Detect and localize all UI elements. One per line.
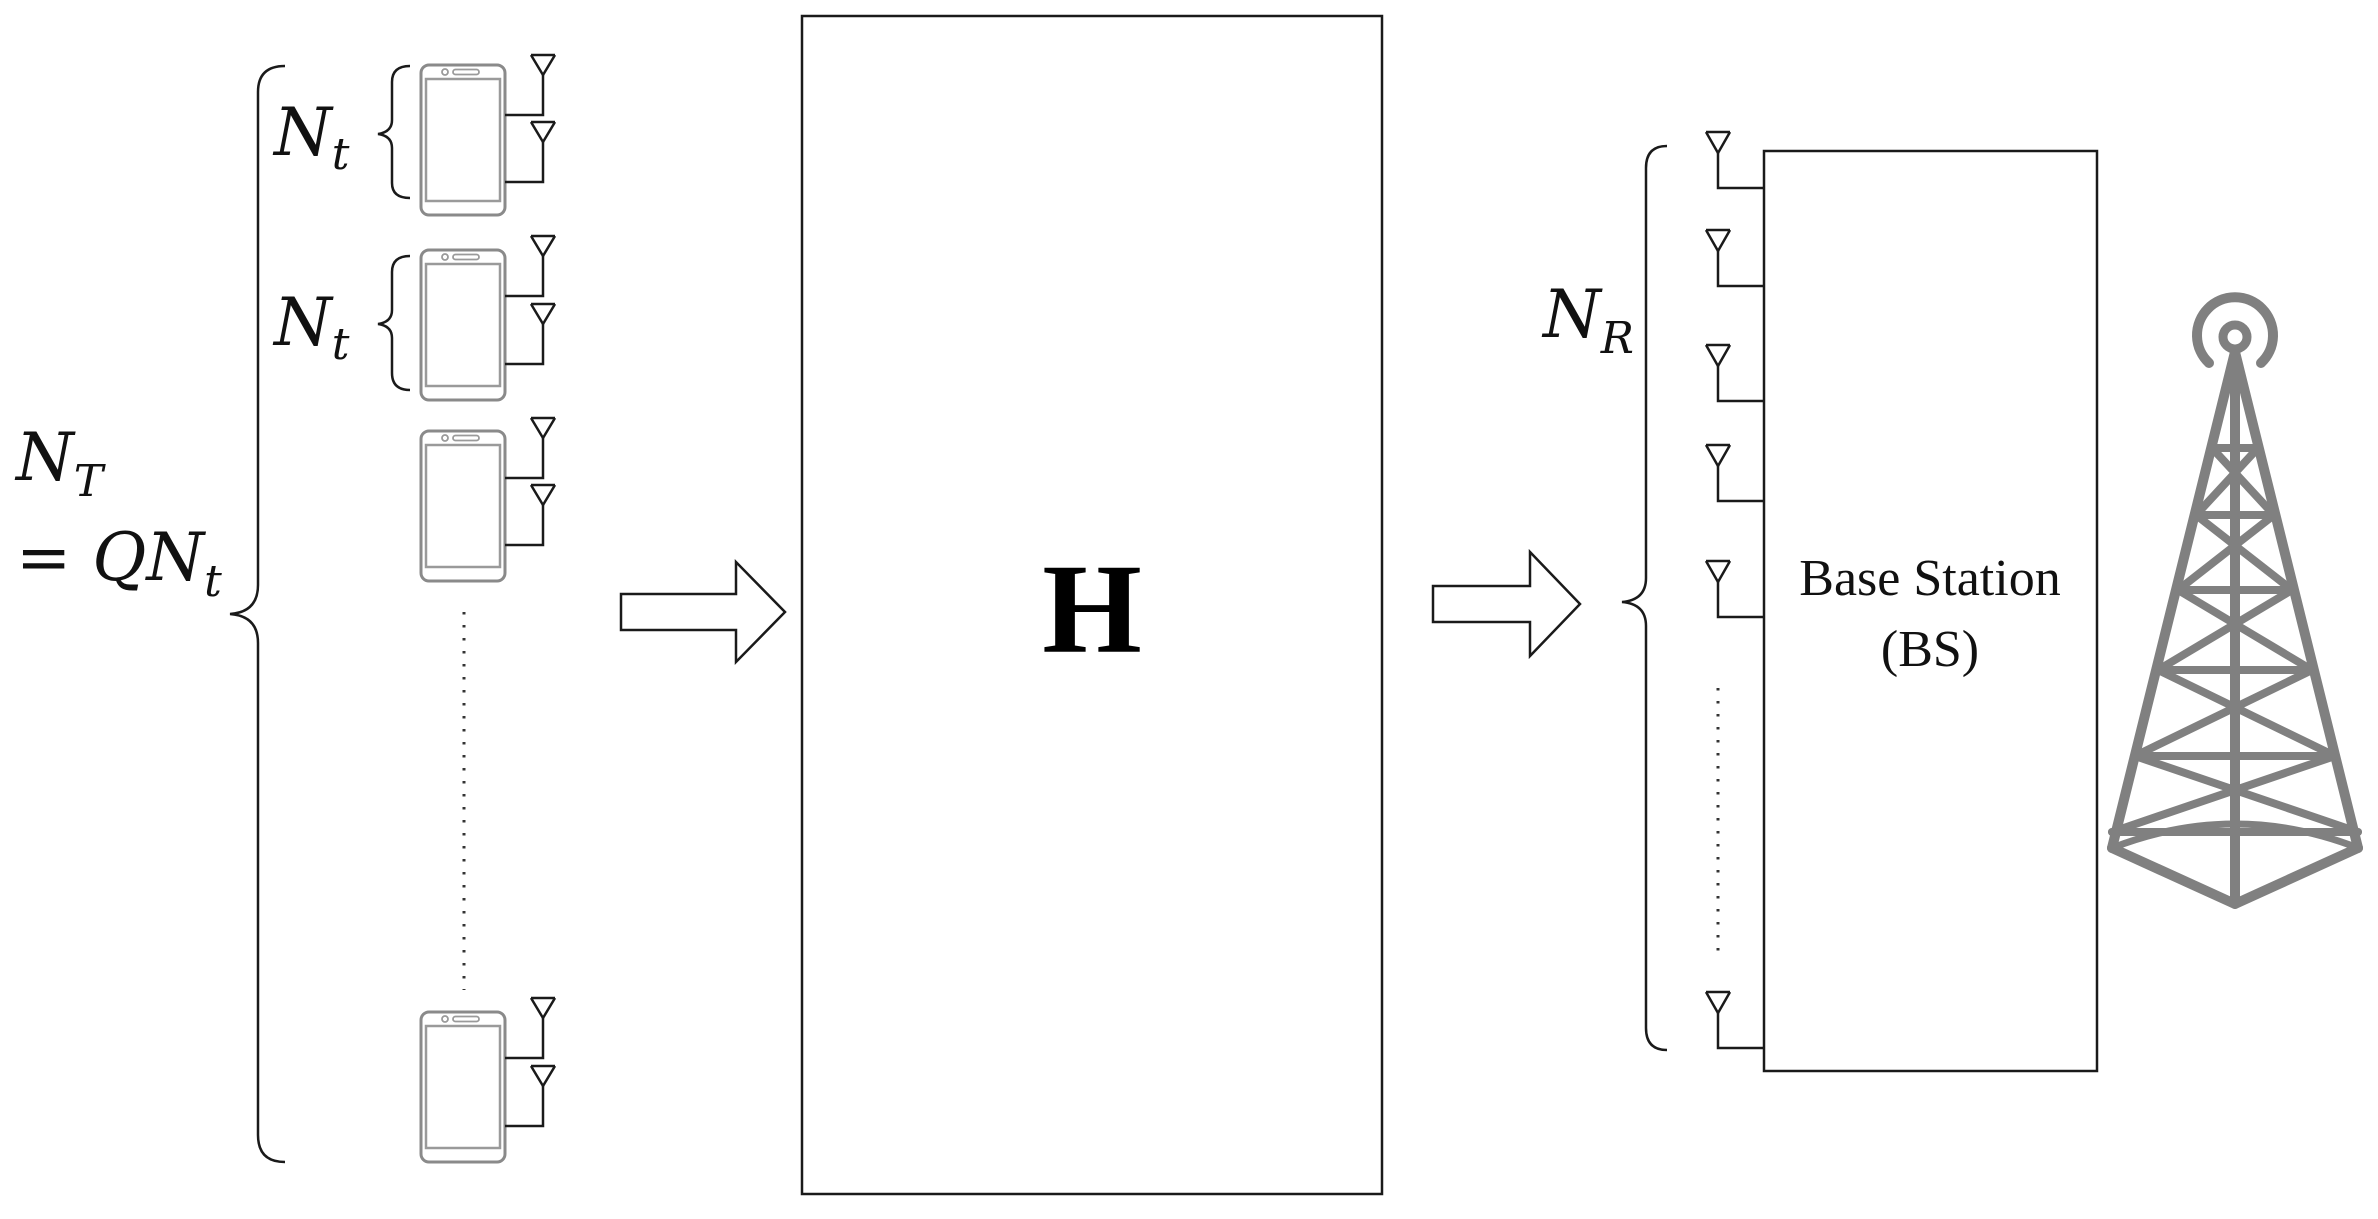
antenna-icon [503, 120, 557, 184]
nt-label-1: Nt [272, 94, 350, 180]
antenna-icon [503, 1064, 557, 1128]
antenna-icon [503, 416, 557, 480]
nR-label: NR [1541, 276, 1634, 364]
user-device-3 [419, 416, 557, 583]
antenna-icon [503, 234, 557, 298]
svg-text:= QNt: = QNt [16, 519, 222, 607]
antenna-icon [1704, 343, 1766, 403]
nt-brace-1 [377, 64, 411, 200]
antenna-icon [503, 996, 557, 1060]
antenna-icon [1704, 559, 1766, 619]
antenna-icon [503, 483, 557, 547]
smartphone-icon [419, 429, 507, 583]
nt-brace-2 [377, 254, 411, 392]
antenna-icon [1704, 990, 1766, 1050]
antenna-icon [503, 302, 557, 366]
antenna-icon [1704, 130, 1766, 190]
svg-text:NT: NT [14, 419, 107, 507]
user-device-q [419, 996, 557, 1164]
nt-label-2: Nt [272, 284, 350, 370]
nR-brace [1621, 144, 1668, 1052]
smartphone-icon [419, 1010, 507, 1164]
smartphone-icon [419, 248, 507, 402]
nT-label: NT = QNt [14, 419, 222, 607]
right-arrow-icon [1431, 548, 1582, 660]
smartphone-icon [419, 63, 507, 217]
right-arrow-icon [619, 558, 787, 666]
user-device-2 [419, 234, 557, 402]
bs-antenna-array [1704, 130, 1766, 1050]
nT-brace [229, 64, 286, 1164]
base-station-label: Base Station [1799, 550, 2060, 607]
base-station-abbr: (BS) [1881, 621, 1979, 678]
user-device-1 [419, 53, 557, 217]
channel-matrix-label: H [1042, 538, 1142, 680]
base-station-box [1762, 149, 2099, 1073]
cell-tower-icon [2107, 292, 2363, 909]
antenna-icon [1704, 228, 1766, 288]
channel-matrix-box [800, 14, 1384, 1196]
antenna-icon [503, 53, 557, 117]
antenna-icon [1704, 443, 1766, 503]
